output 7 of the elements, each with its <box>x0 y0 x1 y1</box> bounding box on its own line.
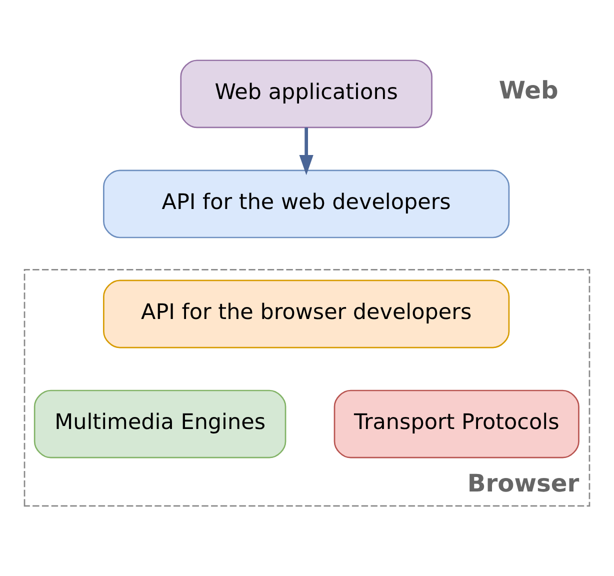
node-box: Web applications <box>180 59 432 128</box>
node-box: API for the browser developers <box>103 279 510 348</box>
node-box: Transport Protocols <box>334 389 580 458</box>
node-box: API for the web developers <box>103 169 510 238</box>
label: Web <box>498 76 558 104</box>
arrow <box>299 126 314 175</box>
node-box: Multimedia Engines <box>34 389 286 458</box>
